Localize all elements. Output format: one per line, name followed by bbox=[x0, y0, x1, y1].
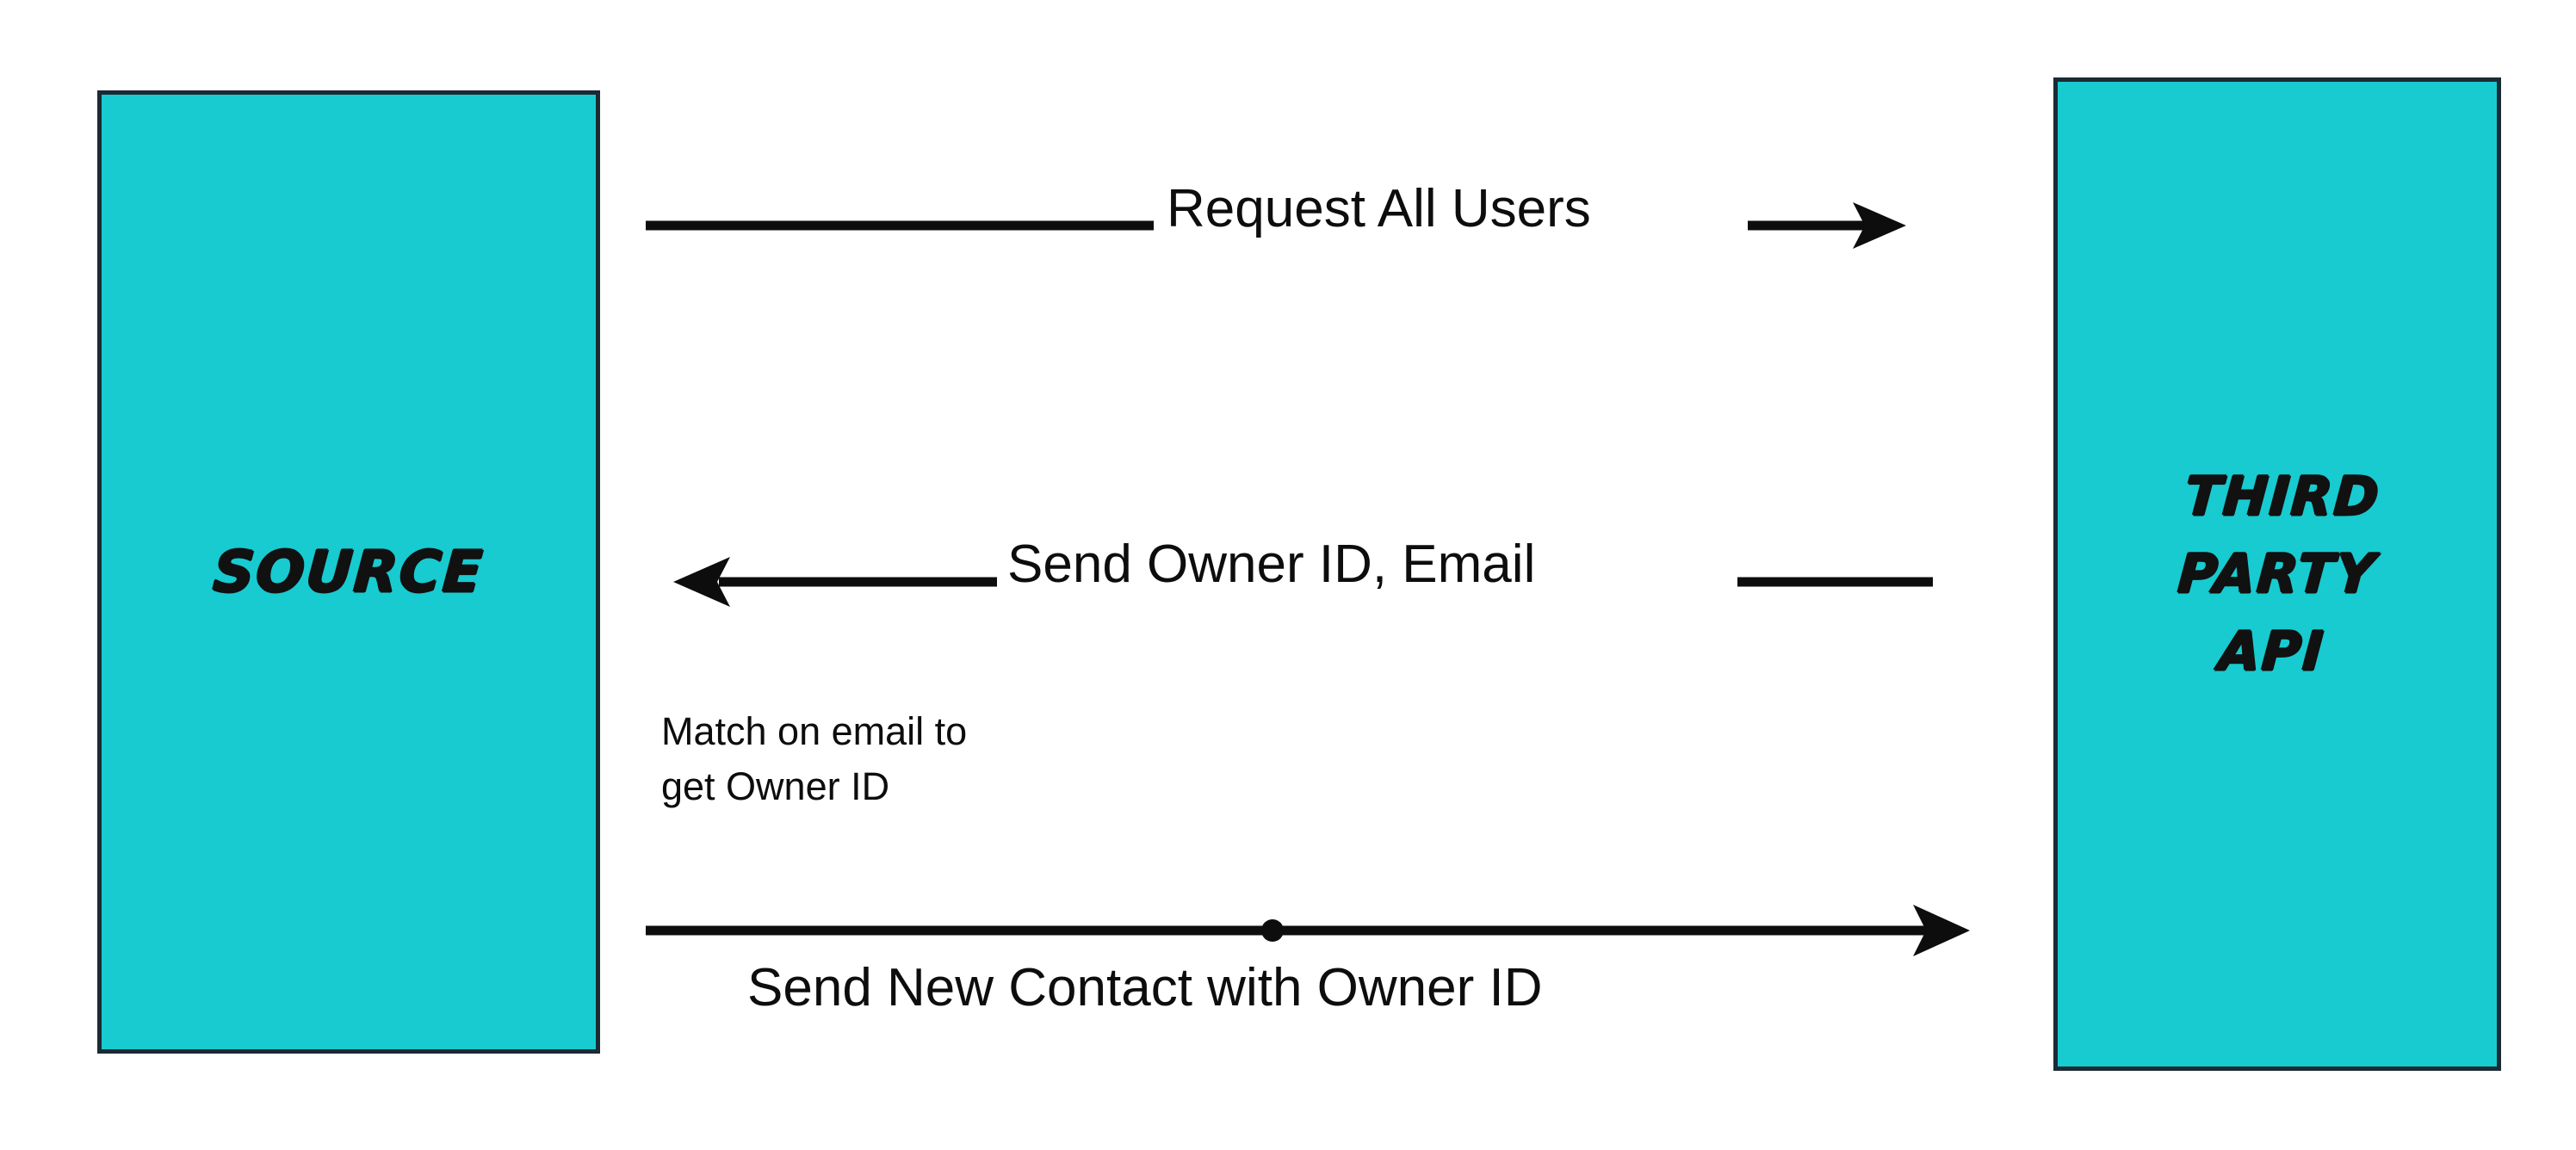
node-source-label: SOURCE bbox=[211, 538, 486, 605]
edge-label-request-all-users: Request All Users bbox=[1167, 179, 1591, 238]
node-third-party-api-label-line-3: API bbox=[2216, 619, 2327, 683]
edge-send-new-contact-arrowhead bbox=[1913, 905, 1970, 956]
edge-label-send-owner-id-email: Send Owner ID, Email bbox=[1007, 535, 1536, 594]
node-third-party-api-label-line-2: Party bbox=[2176, 542, 2379, 606]
edge-send-new-contact-with-owner-id bbox=[646, 905, 1970, 956]
edge-request-all-users-arrowhead bbox=[1853, 202, 1906, 249]
edge-send-owner-id-email-arrowhead bbox=[673, 557, 730, 607]
node-third-party-api[interactable]: Third Party API bbox=[2053, 77, 2501, 1071]
edge-label-send-new-contact-with-owner-id: Send New Contact with Owner ID bbox=[747, 958, 1543, 1017]
note-match-on-email-line-2: get Owner ID bbox=[661, 764, 890, 808]
edge-send-new-contact-midpoint-dot bbox=[1261, 919, 1284, 942]
node-third-party-api-label-line-1: Third bbox=[2183, 465, 2383, 529]
note-match-on-email-line-1: Match on email to bbox=[661, 709, 968, 753]
node-source[interactable]: SOURCE bbox=[97, 90, 600, 1054]
note-match-on-email: Match on email to get Owner ID bbox=[661, 704, 967, 814]
node-third-party-api-label: Third Party API bbox=[2170, 458, 2385, 690]
